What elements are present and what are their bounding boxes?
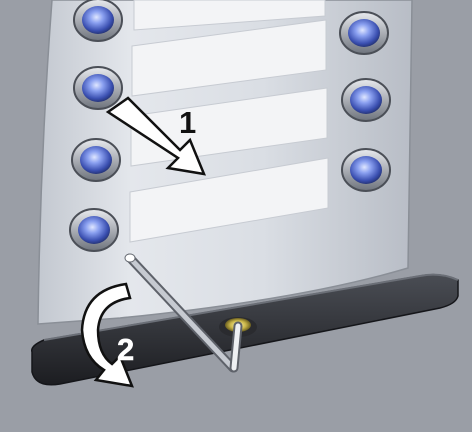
step-1-label: 1 <box>179 105 196 140</box>
rotate-arrow-icon <box>80 282 134 388</box>
name-label-slots <box>129 0 329 243</box>
call-button[interactable] <box>71 138 121 182</box>
call-button[interactable] <box>341 148 391 192</box>
hex-key-tool <box>124 253 243 373</box>
call-button[interactable] <box>339 11 389 55</box>
call-button[interactable] <box>341 78 391 122</box>
call-button[interactable] <box>69 208 119 252</box>
base-top-edge <box>43 273 459 341</box>
left-call-buttons <box>69 0 123 252</box>
call-button[interactable] <box>73 0 123 42</box>
insert-arrow-icon <box>105 96 207 176</box>
right-call-buttons <box>339 11 391 192</box>
call-button[interactable] <box>73 66 123 110</box>
step-2-label: 2 <box>117 332 134 367</box>
